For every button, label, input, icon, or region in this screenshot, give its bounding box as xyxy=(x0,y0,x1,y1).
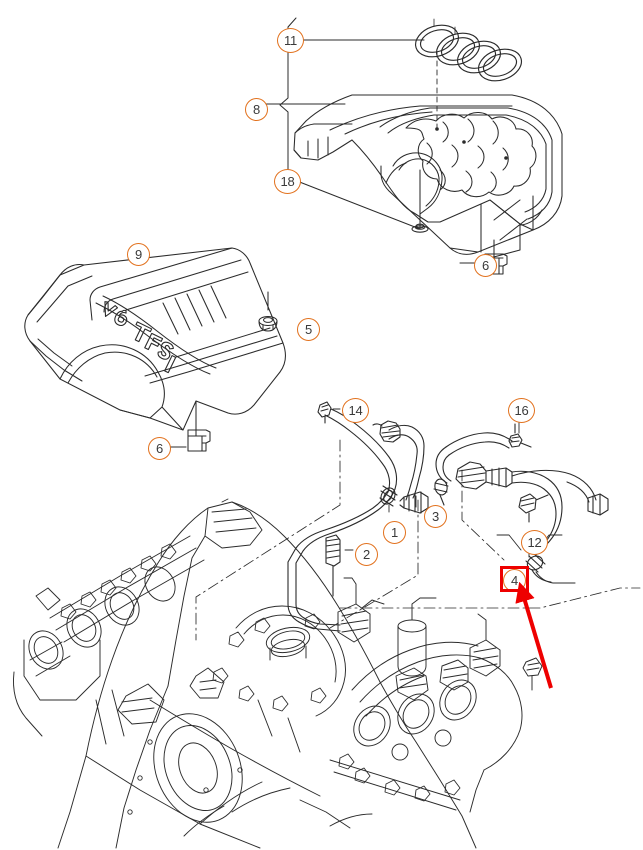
badge-v6-tfsi xyxy=(104,301,177,374)
coolant-hose-assembly xyxy=(287,401,609,632)
elbow-fitting-3 xyxy=(372,420,401,443)
clip-12 xyxy=(518,493,549,523)
highlight-box-item-4 xyxy=(500,566,529,592)
ball-stud xyxy=(258,315,278,332)
callout-11[interactable]: 11 xyxy=(277,28,304,53)
bolt-16 xyxy=(508,423,532,448)
callout-1[interactable]: 1 xyxy=(383,521,406,544)
end-fitting-right xyxy=(587,493,609,516)
callout-14[interactable]: 14 xyxy=(342,398,369,423)
callout-18[interactable]: 18 xyxy=(274,169,301,194)
hose-clamp-16 xyxy=(433,478,449,496)
callout-16[interactable]: 16 xyxy=(508,398,535,423)
t-connector xyxy=(455,461,513,490)
callout-8[interactable]: 8 xyxy=(245,98,268,121)
callout-5[interactable]: 5 xyxy=(297,318,320,341)
clip-lower xyxy=(187,429,211,452)
assembly-guide-lines xyxy=(195,439,641,641)
upper-engine-cover xyxy=(293,94,563,275)
bolt-14 xyxy=(317,401,332,424)
callout-6-lower[interactable]: 6 xyxy=(148,437,171,460)
audi-rings-emblem xyxy=(414,18,523,82)
hose-clamp-1 xyxy=(379,485,398,507)
callout-12[interactable]: 12 xyxy=(521,530,548,555)
callout-2[interactable]: 2 xyxy=(355,543,378,566)
callout-3[interactable]: 3 xyxy=(424,505,447,528)
fitting-2 xyxy=(325,534,341,597)
callout-6-upper[interactable]: 6 xyxy=(474,254,497,277)
engine-block xyxy=(13,501,543,849)
v6-tfsi-engine-cover xyxy=(24,247,286,452)
callout-9[interactable]: 9 xyxy=(127,243,150,266)
